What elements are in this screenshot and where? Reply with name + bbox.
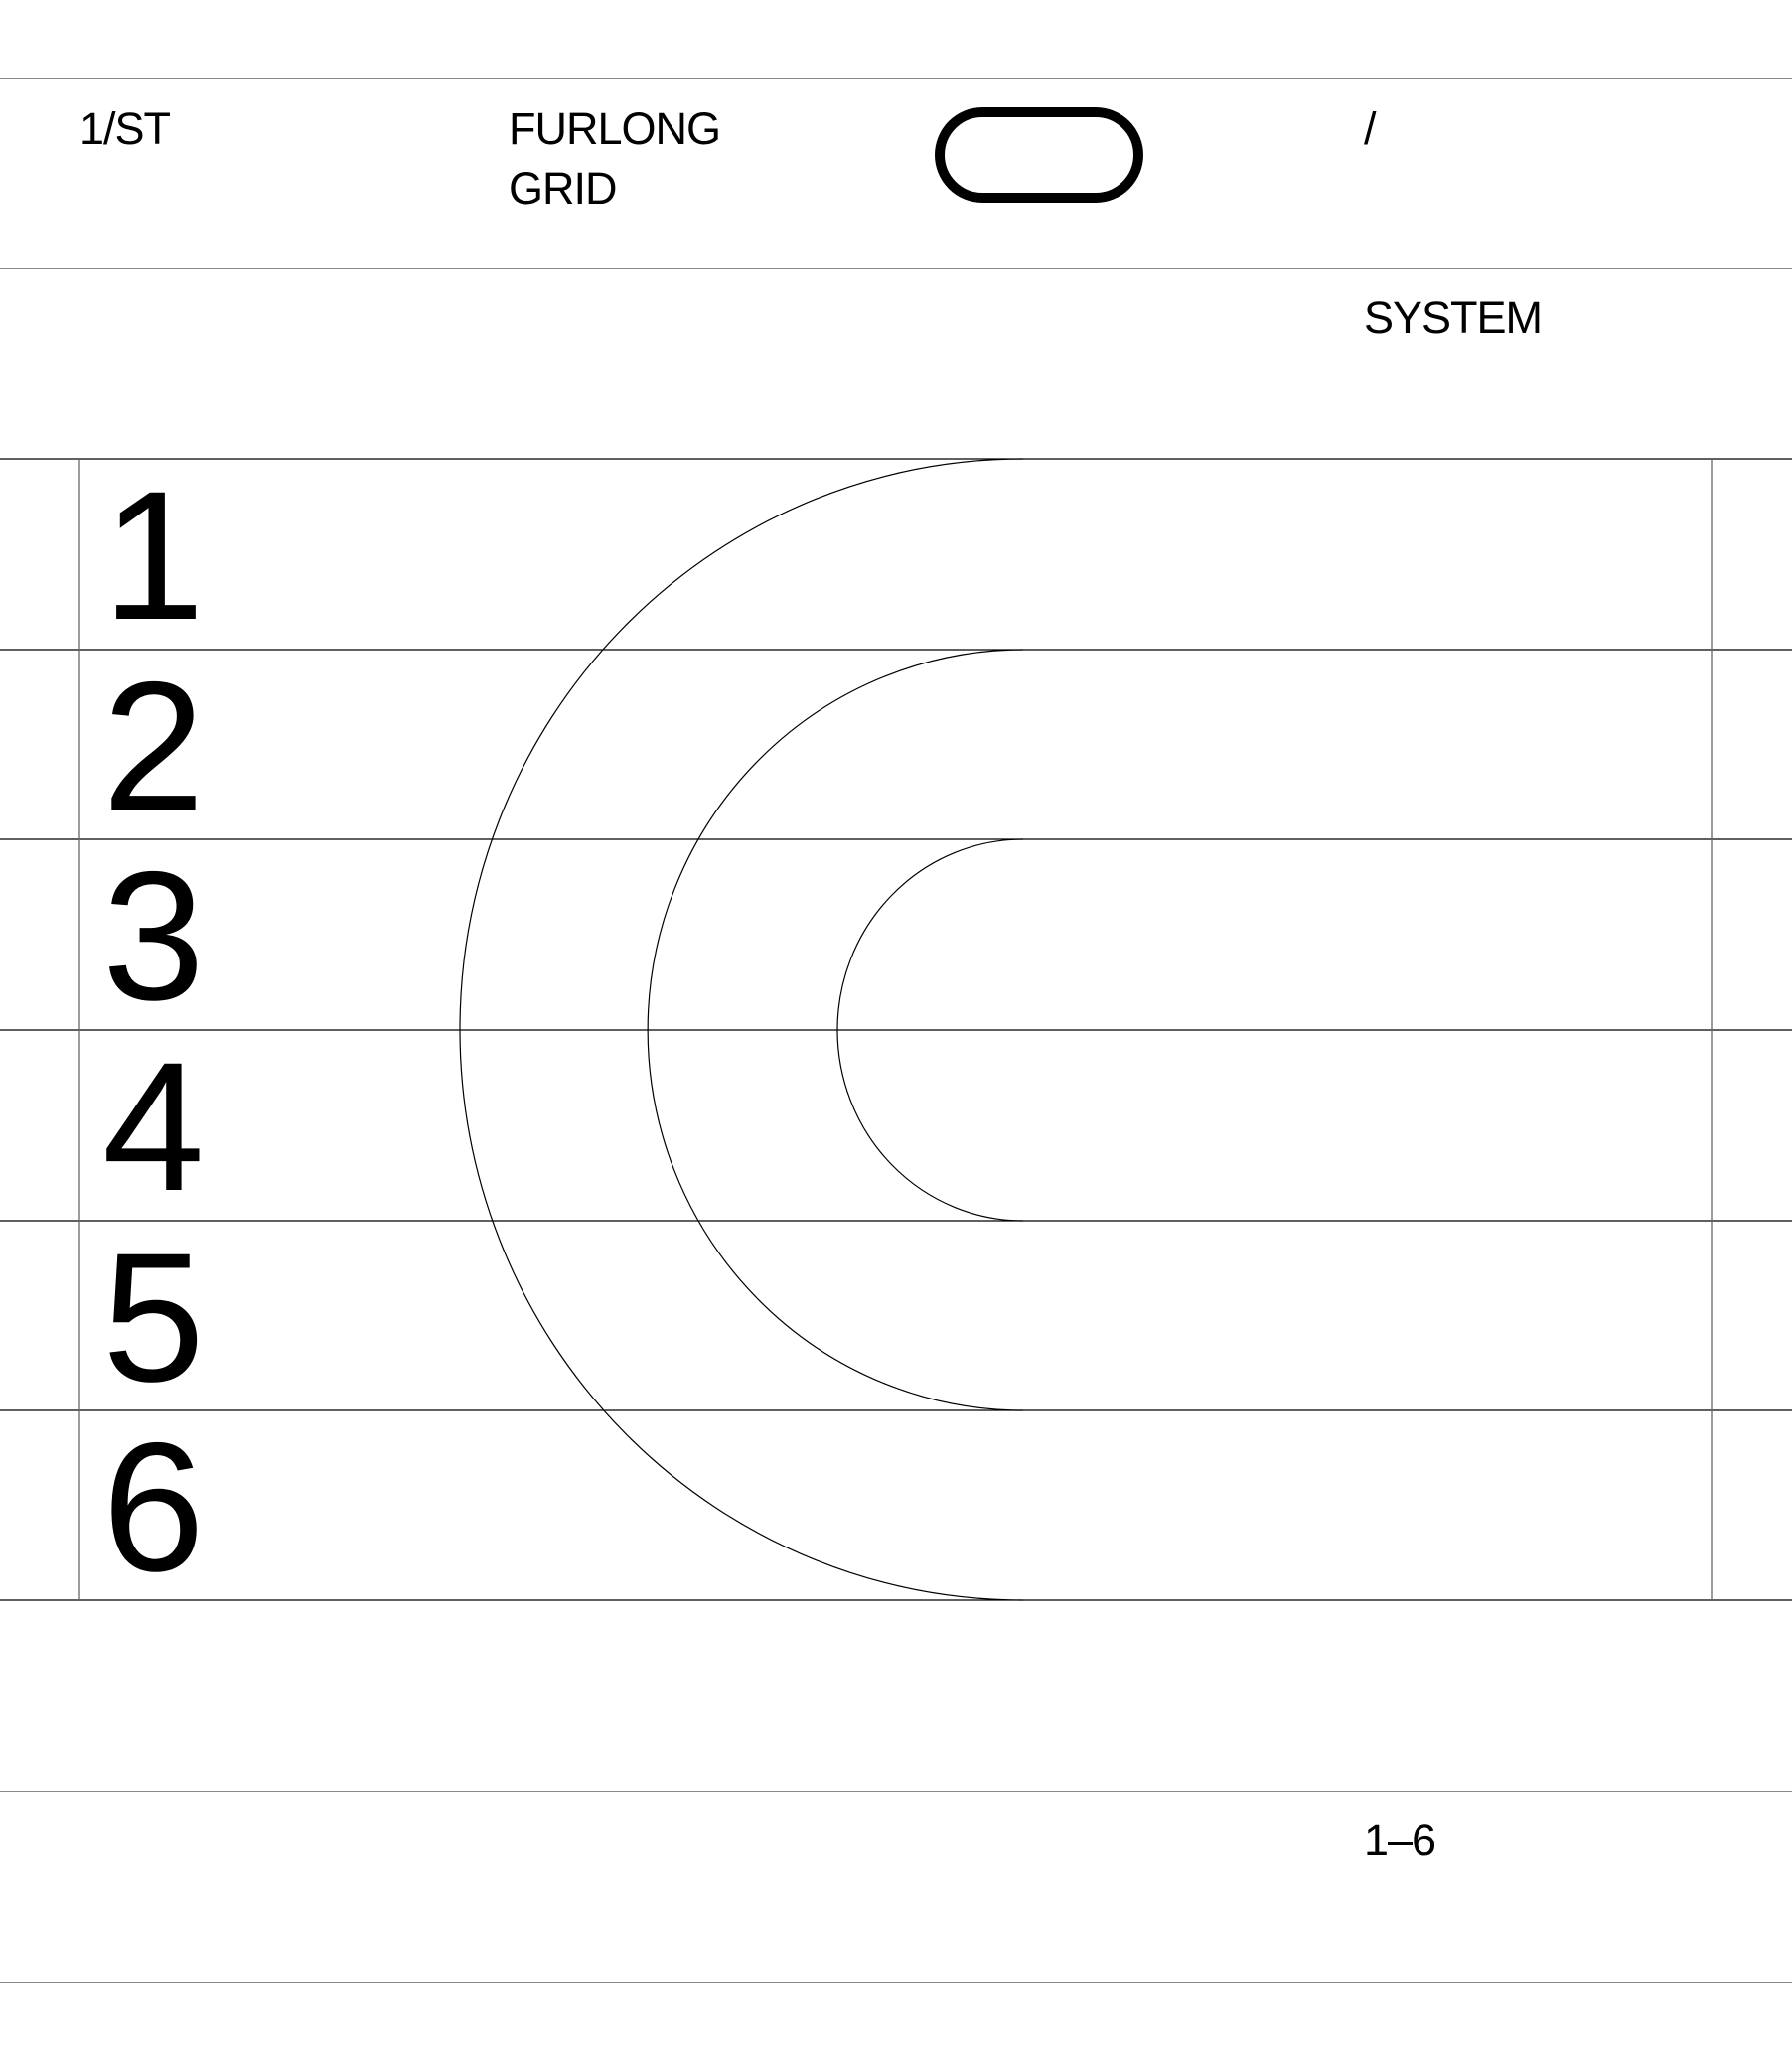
grid-verticals [78, 459, 1713, 1600]
header-rule [0, 268, 1792, 269]
page-title: FURLONG GRID [509, 99, 721, 219]
header-slash: / [1364, 103, 1376, 154]
footer-bottom-rule [0, 1982, 1792, 1983]
lane-number: 2 [102, 645, 205, 849]
inner-curve [836, 838, 1024, 1222]
middle-curve [647, 649, 1024, 1411]
system-label: SYSTEM [1364, 292, 1543, 343]
lane-number: 4 [102, 1025, 205, 1230]
racetrack-oval-icon [935, 107, 1143, 203]
track-curves [459, 458, 1024, 1601]
title-line-1: FURLONG [509, 103, 721, 154]
title-line-2: GRID [509, 163, 618, 214]
footer-top-rule [0, 1791, 1792, 1792]
lane-number: 5 [102, 1216, 205, 1420]
header-label: 1/ST [79, 103, 171, 154]
lane-rules [0, 458, 1792, 1601]
lane-range: 1–6 [1364, 1815, 1436, 1865]
lane-number: 3 [102, 834, 205, 1039]
top-rule [0, 78, 1792, 79]
lane-number: 6 [102, 1405, 205, 1610]
outer-curve [459, 458, 1024, 1601]
lane-number: 1 [102, 454, 205, 659]
